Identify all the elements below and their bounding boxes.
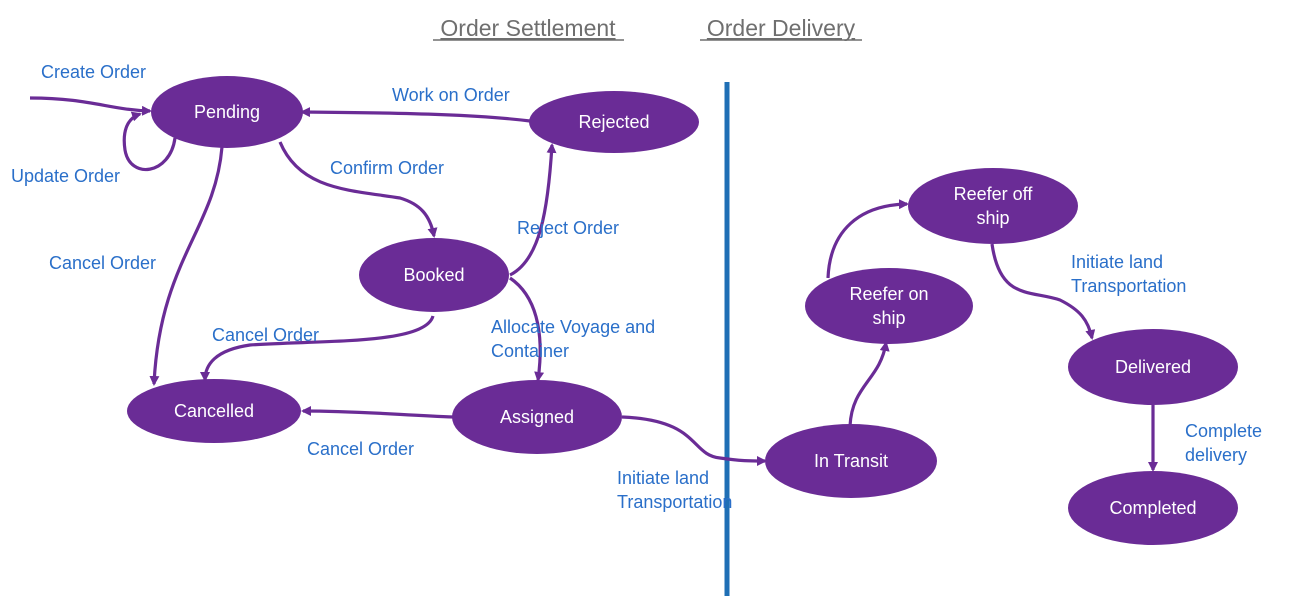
- state-completed-label: Completed: [1109, 498, 1196, 518]
- label-complete-delivery-line1: Complete: [1185, 421, 1262, 441]
- state-reefer-off-ship: Reefer off ship: [908, 168, 1078, 244]
- label-reject-order: Reject Order: [517, 218, 619, 238]
- label-complete-delivery-line2: delivery: [1185, 445, 1247, 465]
- state-booked: Booked: [359, 238, 509, 312]
- state-reefer-on-ship-label-line1: Reefer on: [849, 284, 928, 304]
- state-booked-label: Booked: [403, 265, 464, 285]
- label-cancel-order-assigned: Cancel Order: [307, 439, 414, 459]
- edge-update-order: [122, 111, 177, 172]
- label-initiate-land-2-line1: Initiate land: [1071, 252, 1163, 272]
- edge-allocate: [509, 276, 545, 382]
- edge-on-ship-to-off-ship: [826, 199, 909, 279]
- label-initiate-land-1-line1: Initiate land: [617, 468, 709, 488]
- state-reefer-on-ship: Reefer on ship: [805, 268, 973, 344]
- edge-cancel-from-assigned: [301, 406, 455, 419]
- header-order-settlement: Order Settlement: [440, 15, 616, 41]
- label-work-on-order: Work on Order: [392, 85, 510, 105]
- edge-work-on-order: [300, 107, 531, 123]
- edge-initiate-land-1: [621, 415, 767, 466]
- state-cancelled: Cancelled: [127, 379, 301, 443]
- state-reefer-on-ship-label-line2: ship: [872, 308, 905, 328]
- state-assigned: Assigned: [452, 380, 622, 454]
- label-cancel-order-booked: Cancel Order: [212, 325, 319, 345]
- state-rejected: Rejected: [529, 91, 699, 153]
- label-create-order: Create Order: [41, 62, 146, 82]
- label-allocate-line2: Container: [491, 341, 569, 361]
- label-update-order: Update Order: [11, 166, 120, 186]
- state-pending-label: Pending: [194, 102, 260, 122]
- label-confirm-order: Confirm Order: [330, 158, 444, 178]
- label-initiate-land-1-line2: Transportation: [617, 492, 732, 512]
- header-order-delivery: Order Delivery: [707, 15, 856, 41]
- state-delivered-label: Delivered: [1115, 357, 1191, 377]
- label-allocate-line1: Allocate Voyage and: [491, 317, 655, 337]
- label-cancel-order-pending: Cancel Order: [49, 253, 156, 273]
- state-reefer-off-ship-label-line2: ship: [976, 208, 1009, 228]
- state-rejected-label: Rejected: [578, 112, 649, 132]
- state-cancelled-label: Cancelled: [174, 401, 254, 421]
- edge-cancel-from-booked: [200, 315, 435, 382]
- state-in-transit: In Transit: [765, 424, 937, 498]
- edge-confirm-order: [278, 141, 438, 238]
- state-reefer-off-ship-label-line1: Reefer off: [954, 184, 1034, 204]
- state-pending: Pending: [151, 76, 303, 148]
- edge-cancel-from-pending: [149, 146, 224, 386]
- state-assigned-label: Assigned: [500, 407, 574, 427]
- edge-create-order: [29, 96, 152, 116]
- state-in-transit-label: In Transit: [814, 451, 888, 471]
- label-initiate-land-2-line2: Transportation: [1071, 276, 1186, 296]
- edge-initiate-land-2: [990, 243, 1096, 340]
- edge-transit-to-on-ship: [848, 341, 890, 427]
- state-delivered: Delivered: [1068, 329, 1238, 405]
- edge-reject-order: [509, 143, 557, 277]
- state-completed: Completed: [1068, 471, 1238, 545]
